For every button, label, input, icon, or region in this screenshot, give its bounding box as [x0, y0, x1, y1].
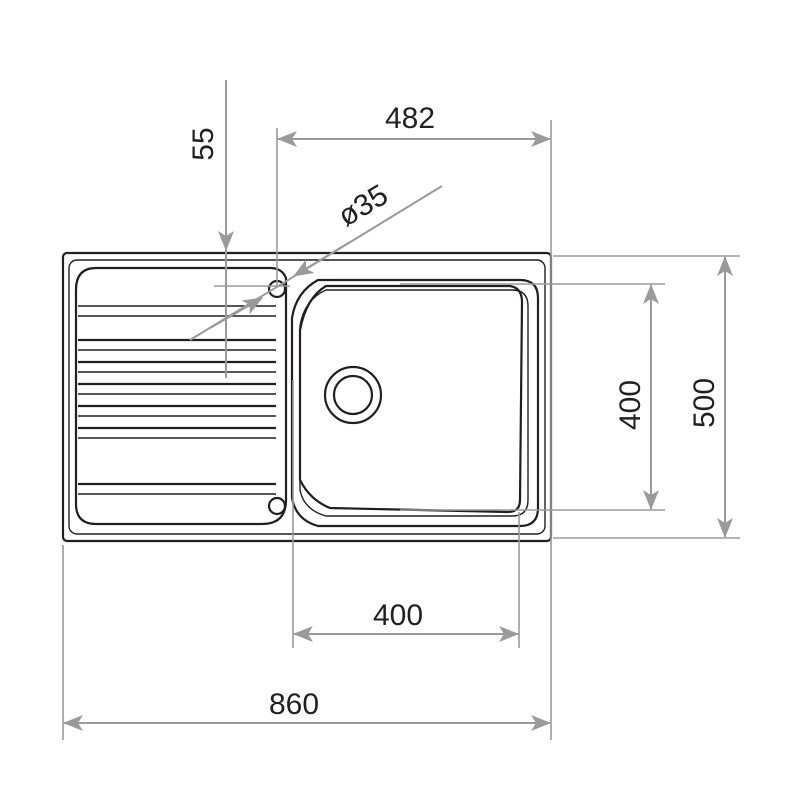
sink-inner-rim	[68, 259, 546, 535]
label-tap-offset: 55	[187, 127, 220, 160]
drain-inner	[332, 374, 374, 416]
overflow-hole	[267, 496, 287, 516]
drainer-ribs	[78, 305, 276, 495]
bowl-outer	[290, 278, 540, 528]
label-overall-width: 860	[269, 688, 319, 721]
label-bowl-width: 400	[373, 599, 423, 632]
label-tap-diameter: ø35	[332, 178, 393, 233]
dimension-lines	[63, 80, 733, 731]
label-bowl-offset: 482	[385, 102, 435, 135]
label-bowl-depth: 400	[614, 380, 647, 430]
bowl-inner	[299, 289, 529, 517]
extension-lines	[62, 120, 740, 740]
sink-outer-edge	[61, 251, 553, 543]
drain-outer	[323, 365, 383, 425]
dimension-labels: 860 400 482 500 400 55 ø35	[187, 102, 721, 721]
label-overall-depth: 500	[688, 378, 721, 428]
sink-outline	[61, 251, 553, 543]
draining-board	[74, 266, 288, 526]
bowl-basin	[298, 284, 524, 514]
